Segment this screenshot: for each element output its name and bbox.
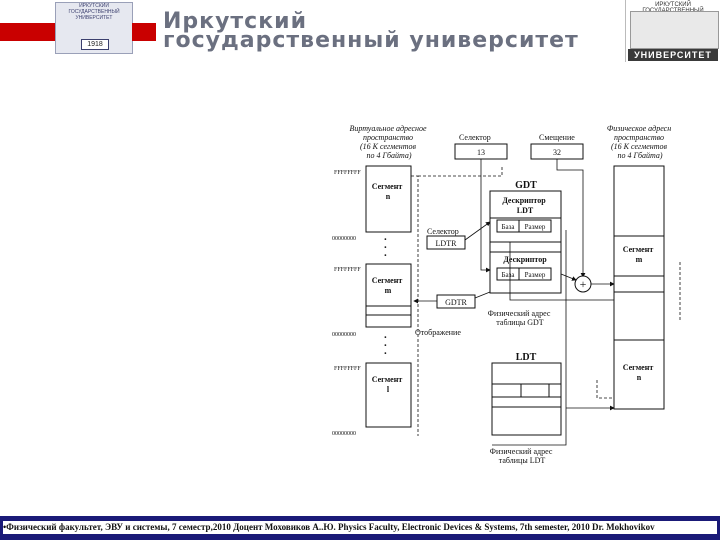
ldt-table [491,362,562,436]
red-bar-left [0,23,56,41]
ellipsis-dot-1b: . [384,239,387,251]
seg-size-label: Размер [525,271,546,279]
seg-size-cell [518,267,552,281]
segment-descriptor-label: Дескриптор [503,255,547,264]
right-logo-bottom-text: УНИВЕРСИТЕТ [628,49,718,61]
header-banner: ИРКУТСКИЙ ГОСУДАРСТВЕННЫЙ УНИВЕРСИТЕТ 19… [0,0,720,62]
offset-value: 32 [553,148,561,157]
virtual-space-label: Виртуальное адресное пространство (16 К … [349,124,428,160]
ellipsis-dot-2c: . [384,345,387,357]
gdtr-link [474,291,491,299]
addr-low-2: 00000000 [332,332,356,338]
ldt-entry-row [491,383,562,398]
ldt-base-line [492,230,567,446]
seal-text: ИРКУТСКИЙ ГОСУДАРСТВЕННЫЙ УНИВЕРСИТЕТ [68,3,120,21]
selector-caption: Селектор [459,133,491,142]
addr-low-1: 00000000 [332,236,356,242]
gdt-title: GDT [515,180,537,191]
red-bar-mid [132,23,156,41]
ldt-title: LDT [516,352,537,363]
physical-space-label: Физическое адресн пространство (16 К сег… [607,124,673,160]
university-building-logo: ИРКУТСКИЙ ГОСУДАРСТВЕННЫЙ УНИВЕРСИТЕТ [625,0,720,62]
offset-to-adder-arrow [556,159,586,278]
dashed-guide-left [411,175,419,436]
physical-segment-m-label: Сегмент m [623,245,656,264]
virtual-segment-m-label: Сегмент m [372,276,405,295]
addr-high-2: FFFFFFFF [334,267,361,273]
footer-text: •Физический факультет, ЭВУ и системы, 7 … [3,521,717,534]
header-title-line1: Иркутский [163,9,307,34]
physical-memory-column [613,165,665,410]
ldtr-register [426,235,466,250]
ldtr-label: LDTR [436,239,458,248]
virtual-segment-n-label: Сегмент n [372,182,405,201]
ldt-dashed-link [596,380,614,399]
mapping-label: Отображение [415,328,461,337]
addr-high-3: FFFFFFFF [334,366,361,372]
virtual-segment-l-label: Сегмент l [372,375,405,394]
ellipsis-dot-2b: . [384,337,387,349]
building-image [630,11,719,49]
seal-year: 1918 [81,39,109,50]
ldt-phys-addr-label: Физический адрес таблицы LDT [490,447,555,465]
header-title-line2: государственный университет [163,28,579,53]
physical-segment-n-label: Сегмент n [623,363,656,382]
ellipsis-dot-1a: . [384,231,387,243]
seg-base-label: База [502,271,516,279]
offset-caption: Смещение [539,133,575,142]
ellipsis-dot-2a: . [384,329,387,341]
dashed-guide-top [418,166,503,177]
selector-value: 13 [477,148,485,157]
ldt-descriptor-row [489,190,562,219]
selector-to-gdt-arrow [480,159,491,273]
ldtr-arrow [464,221,491,241]
virtual-segment-m [365,263,412,328]
gdtr-register [436,294,476,309]
virtual-segment-n [365,165,412,233]
virtual-segment-l [365,362,412,428]
university-seal-logo: ИРКУТСКИЙ ГОСУДАРСТВЕННЫЙ УНИВЕРСИТЕТ 19… [55,2,133,54]
base-to-adder-arrow [560,273,577,281]
ldt-size-label: Размер [525,223,546,231]
addr-low-3: 00000000 [332,431,356,437]
gdtr-label: GDTR [445,298,467,307]
ldt-base-label: База [502,223,516,231]
ldtr-selector-caption: Селектор [427,227,459,236]
ldt-size-cell [518,219,552,233]
ellipsis-dot-1c: . [384,247,387,259]
ldt-descriptor-label: Дескриптор LDT [502,196,547,215]
addr-high-1: FFFFFFFF [334,170,361,176]
adder-plus: + [580,277,587,291]
gdt-base-to-physical-line [509,242,614,301]
gdt-phys-addr-label: Физический адрес таблицы GDT [488,309,553,327]
